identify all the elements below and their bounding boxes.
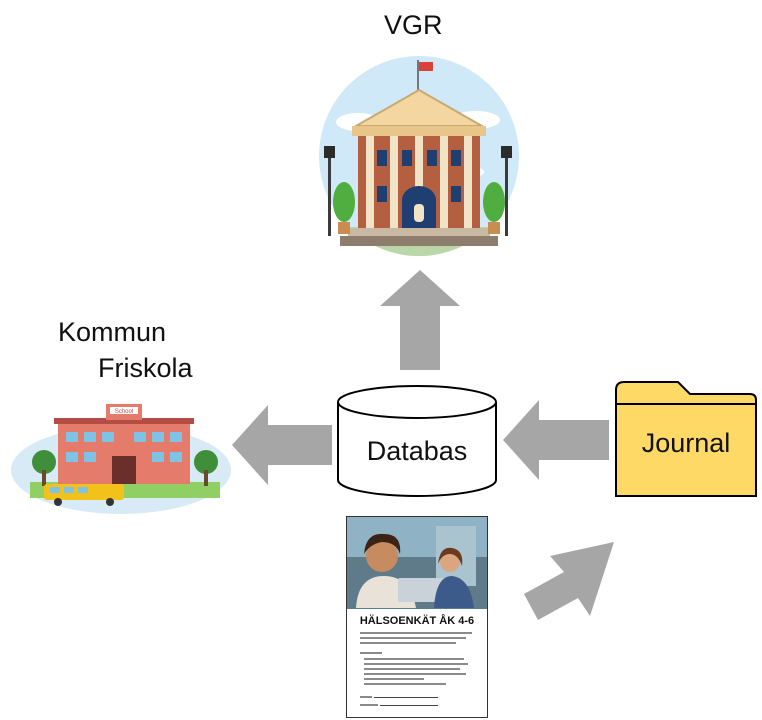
arrow-left-from-journal <box>503 400 609 480</box>
survey-title: HÄLSOENKÄT ÅK 4-6 <box>360 614 474 627</box>
journal-folder: Journal <box>615 381 757 497</box>
friskola-label: Friskola <box>98 353 193 383</box>
health-survey-document: HÄLSOENKÄT ÅK 4-6 <box>346 516 488 718</box>
arrow-left-to-school <box>232 405 332 485</box>
arrow-up-to-vgr <box>380 270 460 370</box>
database-cylinder: Databas <box>337 385 497 497</box>
vgr-label: VGR <box>384 10 443 40</box>
kommun-label: Kommun <box>58 317 167 347</box>
kommun-friskola-label: Kommun Friskola <box>58 314 193 386</box>
journal-label: Journal <box>642 428 731 458</box>
government-building-icon <box>319 56 519 256</box>
databas-label: Databas <box>367 436 468 466</box>
arrow-diagonal-to-journal <box>524 542 614 620</box>
school-building-icon: School <box>11 404 231 514</box>
svg-text:School: School <box>115 409 133 415</box>
